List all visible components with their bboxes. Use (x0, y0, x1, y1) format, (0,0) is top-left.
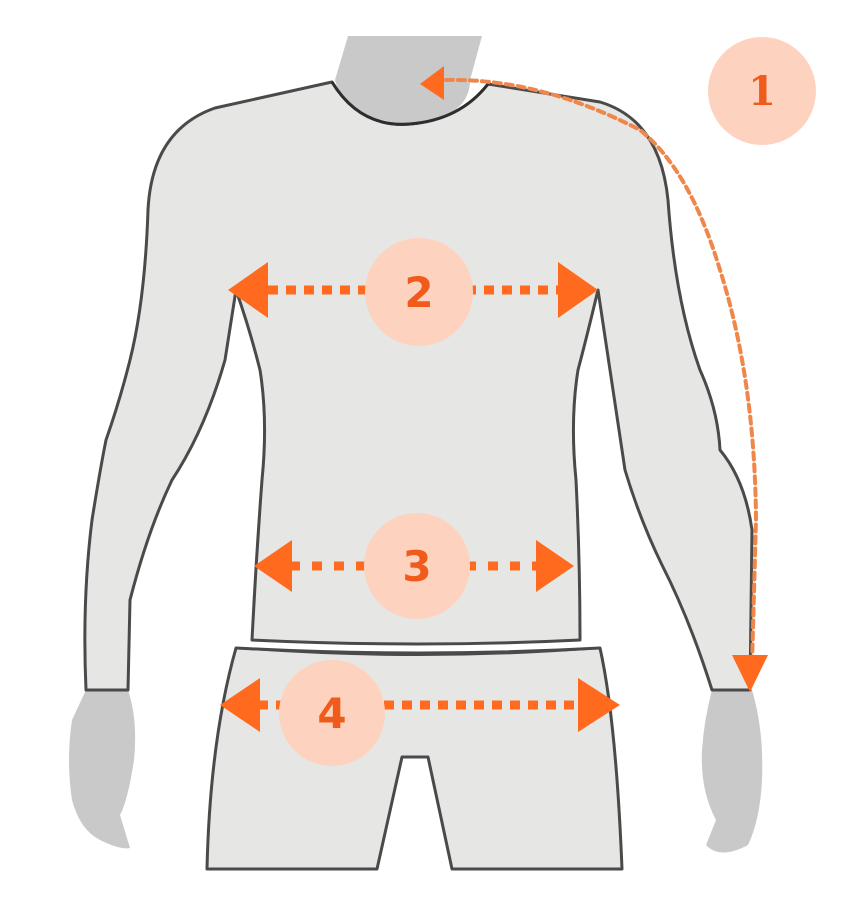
neck-shape (335, 36, 482, 124)
sleeve-arrow (420, 66, 768, 692)
badge-2-number: 2 (404, 267, 434, 317)
badge-3-number: 3 (402, 541, 432, 591)
badge-3: 3 (364, 513, 470, 619)
badge-1: 1 (708, 37, 816, 145)
right-hand (701, 690, 763, 853)
pants-shape (205, 646, 624, 871)
badge-2: 2 (365, 238, 473, 346)
waist-arrow (254, 540, 574, 592)
arrowhead-wrist (732, 655, 768, 692)
neckline (330, 81, 490, 126)
badge-4-number: 4 (317, 688, 347, 738)
badge-4: 4 (279, 660, 385, 766)
left-hand (69, 690, 136, 849)
waistband-line (235, 647, 601, 656)
badge-1-number: 1 (748, 67, 776, 115)
arrowhead-neck (420, 66, 444, 100)
shirt-shape (83, 80, 754, 692)
